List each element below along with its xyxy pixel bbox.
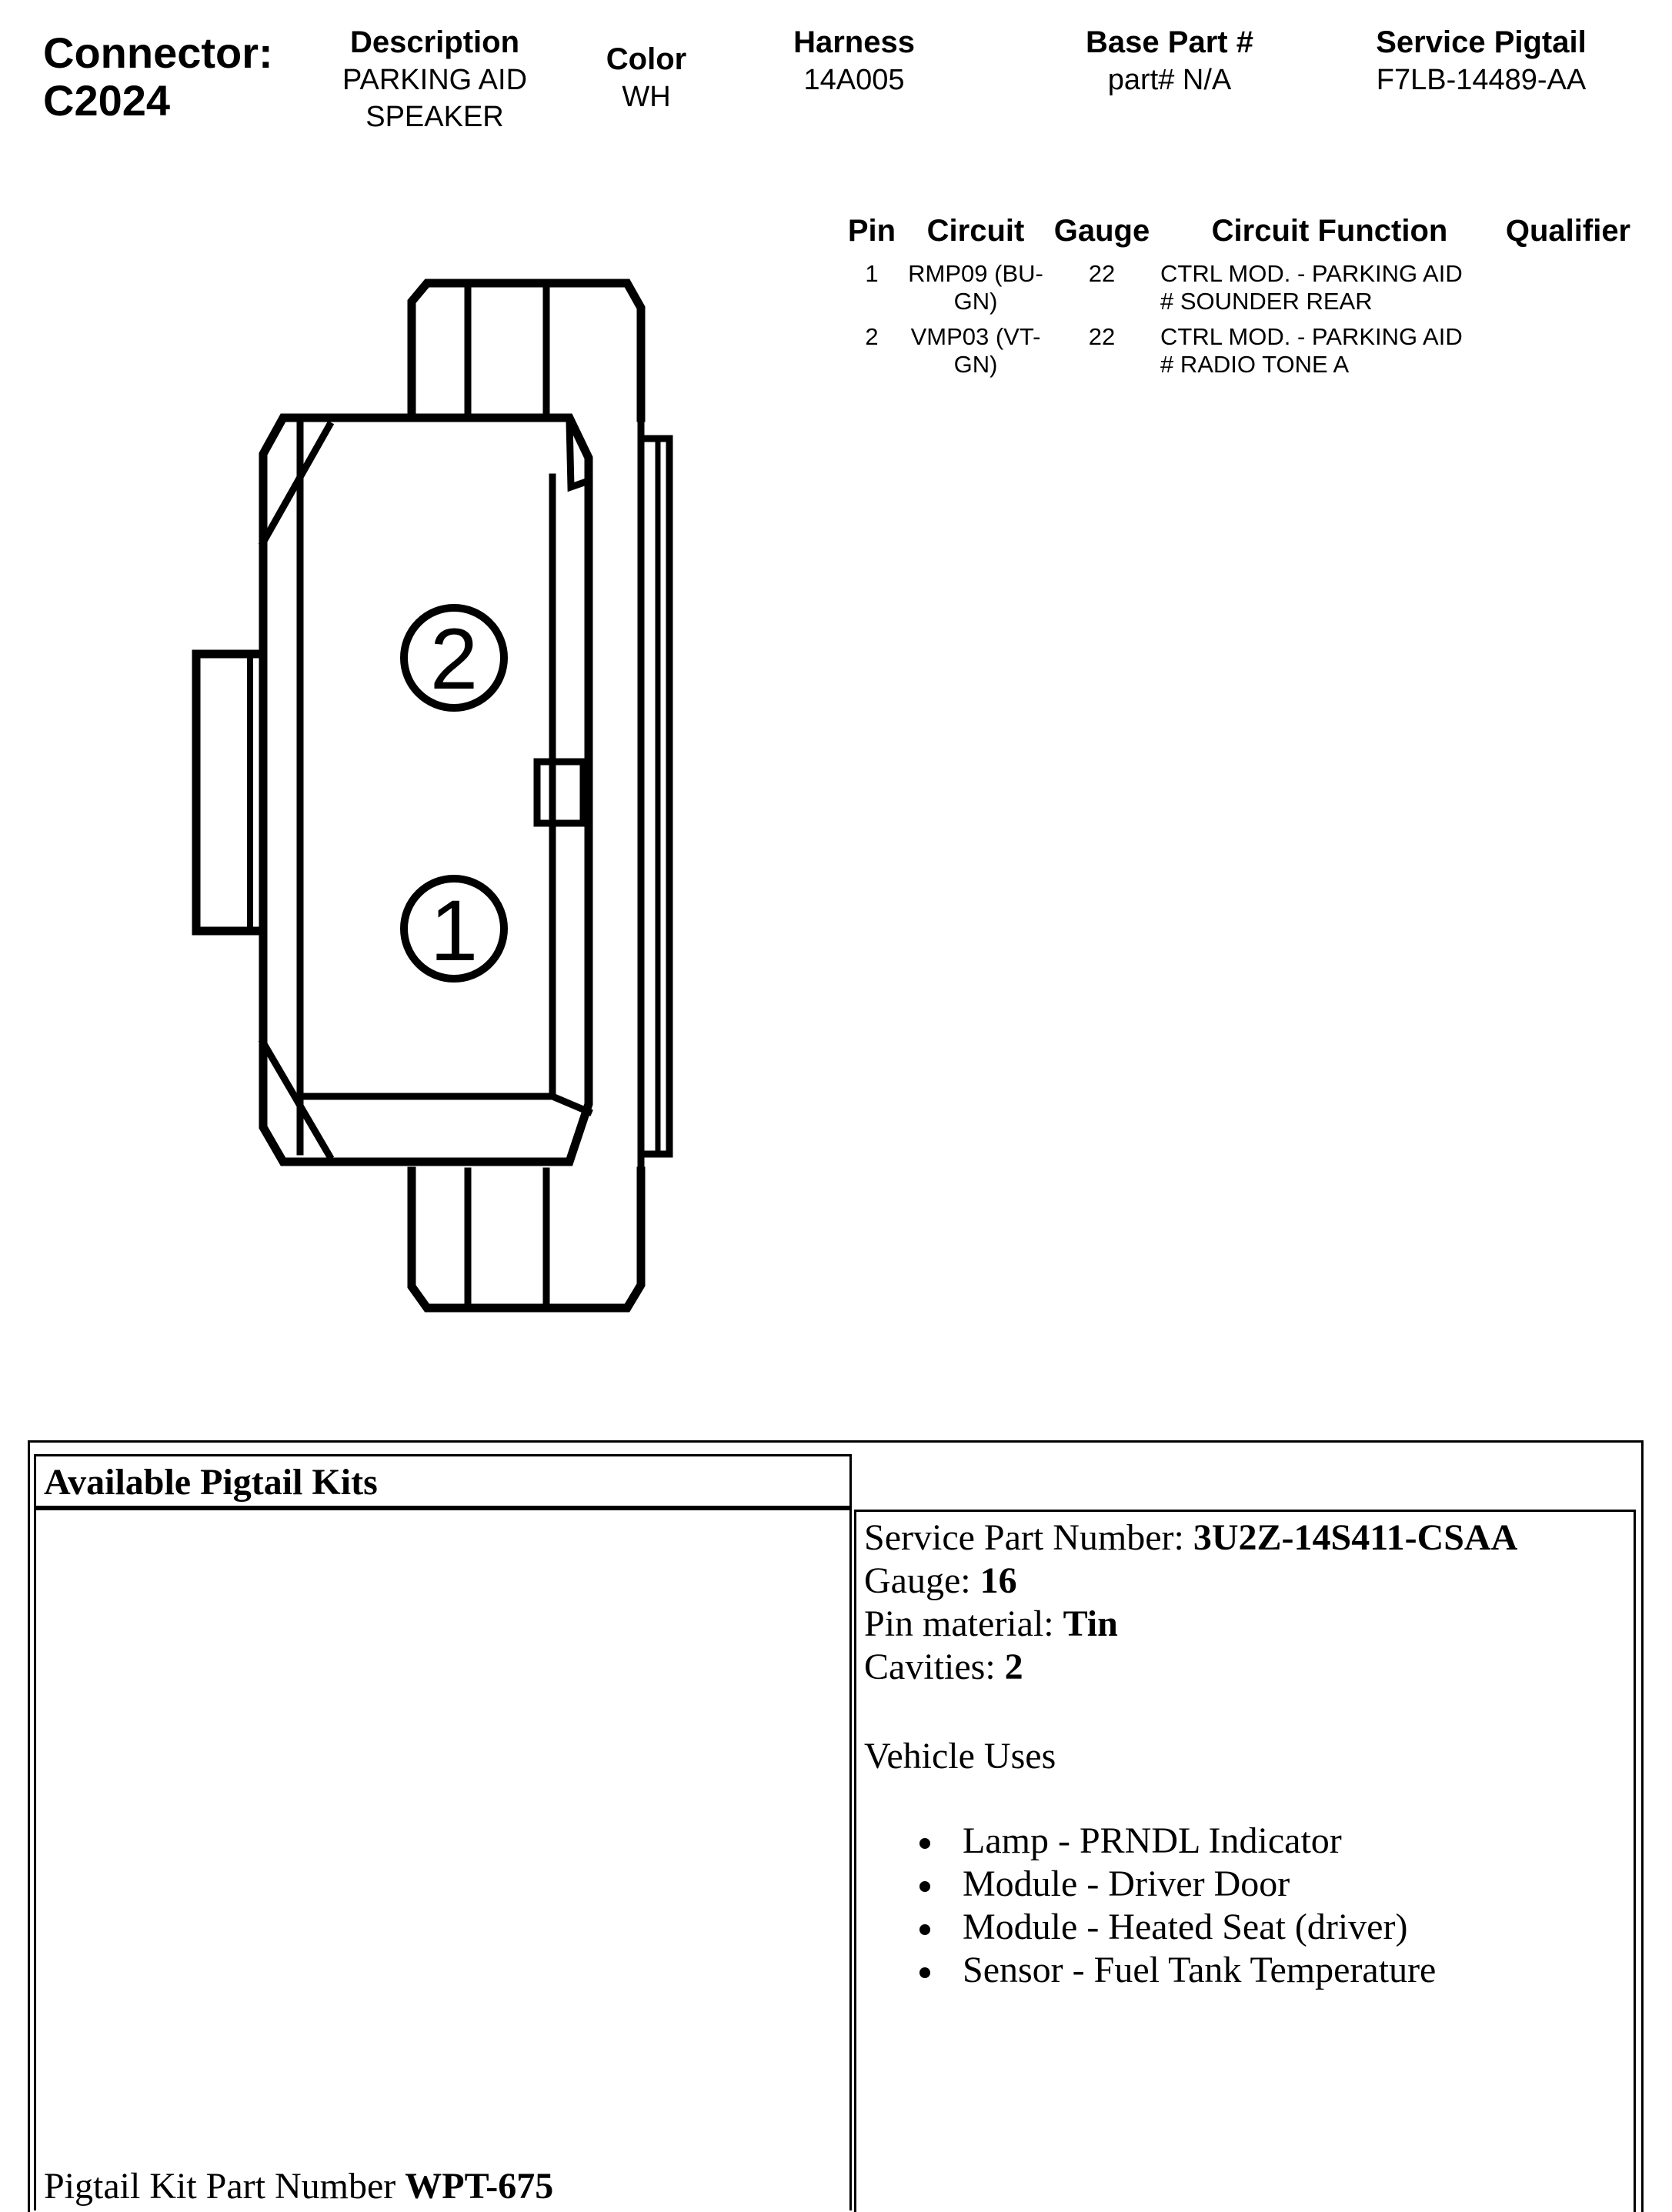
service-pigtail-heading: Service Pigtail: [1376, 25, 1587, 59]
circuit-line2: GN): [953, 288, 998, 315]
polarizing-key: [533, 758, 587, 827]
pin-material-label: Pin material:: [864, 1603, 1063, 1644]
description-column: Description PARKING AID SPEAKER: [308, 23, 562, 135]
left-latch: [192, 649, 266, 936]
connector-label: Connector:: [43, 28, 273, 77]
function-line2: # SOUNDER REAR: [1160, 288, 1373, 315]
pin-material-line: Pin material: Tin: [864, 1603, 1517, 1646]
pin-1-cavity: [400, 875, 508, 983]
qualifier-header: Qualifier: [1505, 214, 1631, 248]
pigtail-kit-panel: Pigtail Kit Part Number WPT-675: [34, 1508, 852, 2210]
cavities-label: Cavities:: [864, 1646, 1005, 1687]
description-heading: Description: [349, 25, 520, 59]
gauge-value: 16: [980, 1560, 1017, 1601]
pigtail-kits-header: Available Pigtail Kits: [34, 1454, 852, 1508]
description-line2: SPEAKER: [365, 101, 504, 133]
circuit-cell: VMP03 (VT- GN): [899, 323, 1053, 386]
circuit-line1: RMP09 (BU-: [908, 260, 1043, 287]
pin-number: 1: [865, 260, 879, 287]
list-item: Sensor - Fuel Tank Temperature: [864, 1949, 1436, 1992]
pigtail-details-panel: Service Part Number: 3U2Z-14S411-CSAA Ga…: [854, 1510, 1636, 2212]
bottom-lock-tab: [407, 1166, 646, 1313]
kit-part-label: Pigtail Kit Part Number: [44, 2166, 405, 2207]
right-rail: [639, 435, 673, 1158]
pin-2-label: 2: [430, 611, 478, 707]
base-part-heading: Base Part #: [1086, 25, 1253, 59]
color-heading: Color: [606, 42, 687, 76]
connector-title: Connector: C2024: [43, 29, 273, 125]
table-row: 2 VMP03 (VT- GN) 22 CTRL MOD. - PARKING …: [845, 323, 1637, 386]
list-item: Module - Heated Seat (driver): [864, 1906, 1436, 1949]
vehicle-uses-title: Vehicle Uses: [864, 1736, 1056, 1777]
pigtail-section: [28, 1440, 1644, 2212]
gauge-label: Gauge:: [864, 1560, 980, 1601]
harness-heading: Harness: [793, 25, 915, 59]
description-line1: PARKING AID: [342, 64, 528, 96]
circuit-line1: VMP03 (VT-: [910, 323, 1041, 350]
function-line2: # RADIO TONE A: [1160, 351, 1350, 378]
list-item: Lamp - PRNDL Indicator: [864, 1820, 1436, 1863]
pin-table: Pin Circuit Gauge Circuit Function Quali…: [845, 214, 1637, 386]
pin-1-label: 1: [430, 882, 478, 979]
cavities-value: 2: [1004, 1646, 1023, 1687]
top-lock-tab: [407, 279, 646, 422]
circuit-cell: RMP09 (BU- GN): [899, 260, 1053, 323]
service-part-line: Service Part Number: 3U2Z-14S411-CSAA: [864, 1516, 1517, 1560]
service-part-label: Service Part Number:: [864, 1517, 1193, 1558]
color-column: Color WH: [569, 40, 723, 115]
pigtail-spec-list: Service Part Number: 3U2Z-14S411-CSAA Ga…: [864, 1516, 1517, 1689]
function-cell: CTRL MOD. - PARKING AID # RADIO TONE A: [1151, 323, 1499, 386]
gauge-cell: 22: [1088, 260, 1116, 287]
base-part-column: Base Part # part# N/A: [1054, 23, 1285, 98]
service-part-value: 3U2Z-14S411-CSAA: [1193, 1517, 1518, 1558]
pigtail-kits-title: Available Pigtail Kits: [44, 1462, 378, 1503]
housing-outline: [259, 413, 593, 1166]
pin-material-value: Tin: [1063, 1603, 1118, 1644]
function-cell: CTRL MOD. - PARKING AID # SOUNDER REAR: [1151, 260, 1499, 323]
circuit-line2: GN): [953, 351, 998, 378]
cavities-line: Cavities: 2: [864, 1646, 1517, 1689]
pin-2-cavity: [400, 604, 508, 712]
circuit-function-header: Circuit Function: [1211, 214, 1448, 248]
table-row: 1 RMP09 (BU- GN) 22 CTRL MOD. - PARKING …: [845, 260, 1637, 323]
gauge-header: Gauge: [1053, 214, 1150, 248]
harness-column: Harness 14A005: [762, 23, 946, 98]
list-item: Module - Driver Door: [864, 1863, 1436, 1906]
gauge-line: Gauge: 16: [864, 1560, 1517, 1603]
service-pigtail-value: F7LB-14489-AA: [1376, 64, 1587, 96]
pigtail-kit-part-number: Pigtail Kit Part Number WPT-675: [44, 2165, 553, 2207]
connector-face-diagram: 2 1: [192, 279, 673, 1313]
pin-header: Pin: [847, 214, 896, 248]
qualifier-cell: [1499, 323, 1637, 386]
function-line1: CTRL MOD. - PARKING AID: [1160, 323, 1463, 350]
harness-value: 14A005: [803, 64, 905, 96]
color-value: WH: [622, 81, 671, 113]
service-pigtail-column: Service Pigtail F7LB-14489-AA: [1339, 23, 1624, 98]
vehicle-uses-list: Lamp - PRNDL Indicator Module - Driver D…: [864, 1820, 1436, 1992]
function-line1: CTRL MOD. - PARKING AID: [1160, 260, 1463, 287]
pin-table-header: Pin Circuit Gauge Circuit Function Quali…: [845, 214, 1637, 260]
circuit-header: Circuit: [926, 214, 1025, 248]
gauge-cell: 22: [1088, 323, 1116, 350]
qualifier-cell: [1499, 260, 1637, 323]
base-part-value: part# N/A: [1107, 64, 1232, 96]
connector-id: C2024: [43, 76, 171, 125]
kit-part-value: WPT-675: [405, 2166, 554, 2207]
pin-number: 2: [865, 323, 879, 350]
